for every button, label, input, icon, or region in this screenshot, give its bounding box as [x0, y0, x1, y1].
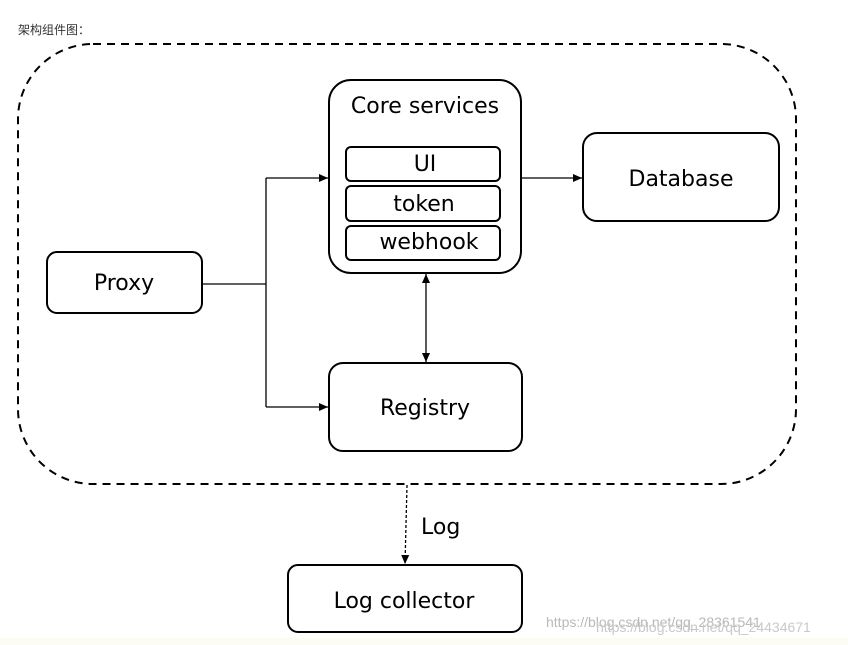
webhook-label: webhook — [379, 230, 478, 255]
token-component: token — [345, 185, 501, 222]
log-collector-node: Log collector — [287, 564, 523, 633]
log-collector-label: Log collector — [334, 589, 476, 614]
token-label: token — [393, 192, 455, 217]
watermark-secondary: https://blog.csdn.net/qq_24434671 — [596, 619, 811, 635]
ui-component: UI — [345, 146, 501, 182]
bottom-strip — [0, 638, 848, 645]
proxy-node: Proxy — [46, 251, 203, 314]
core-services-label: Core services — [351, 94, 499, 119]
proxy-label: Proxy — [94, 271, 154, 296]
diagram-caption: 架构组件图： — [18, 23, 91, 37]
watermark-primary: https://blog.csdn.net/qq_28361541 — [546, 614, 761, 630]
log-edge-label: Log — [421, 515, 460, 540]
log-dashed-arrow — [401, 484, 410, 565]
registry-label: Registry — [380, 396, 470, 421]
system-boundary — [17, 43, 797, 485]
webhook-component: webhook — [345, 225, 501, 261]
database-node: Database — [582, 132, 780, 222]
ui-label: UI — [414, 152, 437, 177]
core-services-node: Core services UI token webhook — [328, 79, 522, 274]
registry-node: Registry — [328, 362, 523, 452]
database-label: Database — [629, 167, 734, 192]
